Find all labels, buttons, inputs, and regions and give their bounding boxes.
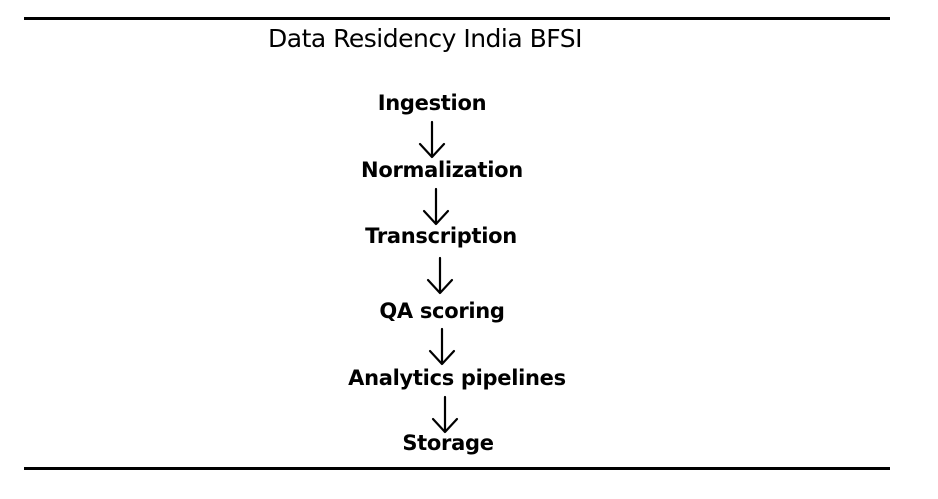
down-arrow-icon (421, 187, 451, 227)
down-arrow-icon (425, 256, 455, 296)
step-normalization: Normalization (361, 158, 523, 182)
step-ingestion: Ingestion (377, 91, 487, 115)
bottom-divider (24, 467, 890, 470)
down-arrow-icon (417, 120, 447, 160)
down-arrow-icon (427, 327, 457, 367)
step-analytics-pipelines: Analytics pipelines (348, 366, 566, 390)
down-arrow-icon (430, 395, 460, 435)
step-qa-scoring: QA scoring (379, 299, 505, 323)
diagram-title: Data Residency India BFSI (268, 24, 582, 53)
step-storage: Storage (402, 431, 494, 455)
top-divider (24, 17, 890, 20)
step-transcription: Transcription (365, 224, 517, 248)
